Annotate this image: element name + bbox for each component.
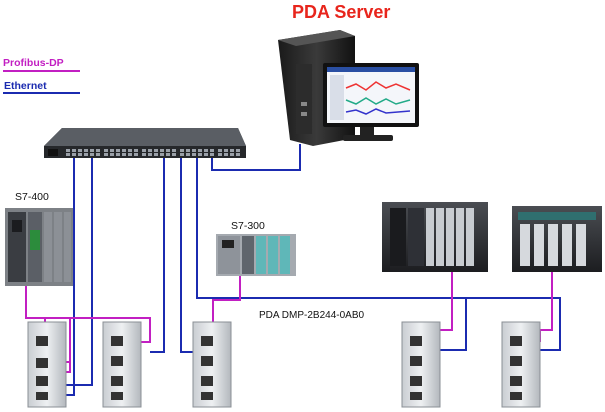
page-title: PDA Server (292, 2, 391, 22)
pda-module-icon (501, 321, 541, 408)
s7-400-label: S7-400 (15, 191, 49, 203)
legend-profibus-label: Profibus-DP (3, 57, 64, 69)
plc-rack-icon (216, 234, 296, 276)
pda-module-icon (401, 321, 441, 408)
ethernet-links (66, 144, 561, 396)
pda-module-label: PDA DMP-2B244-0AB0 (259, 310, 365, 321)
legend-ethernet-label: Ethernet (4, 80, 47, 92)
pda-module-icon (192, 321, 232, 408)
plc-rack-icon (382, 202, 488, 272)
pda-module-icon (102, 321, 142, 408)
s7-300-label: S7-300 (231, 220, 265, 232)
network-switch-icon (44, 128, 246, 158)
plc-rack-icon (512, 206, 602, 272)
pda-module-icon (27, 321, 67, 408)
plc-rack-icon (5, 208, 73, 286)
monitor-icon (323, 63, 419, 141)
